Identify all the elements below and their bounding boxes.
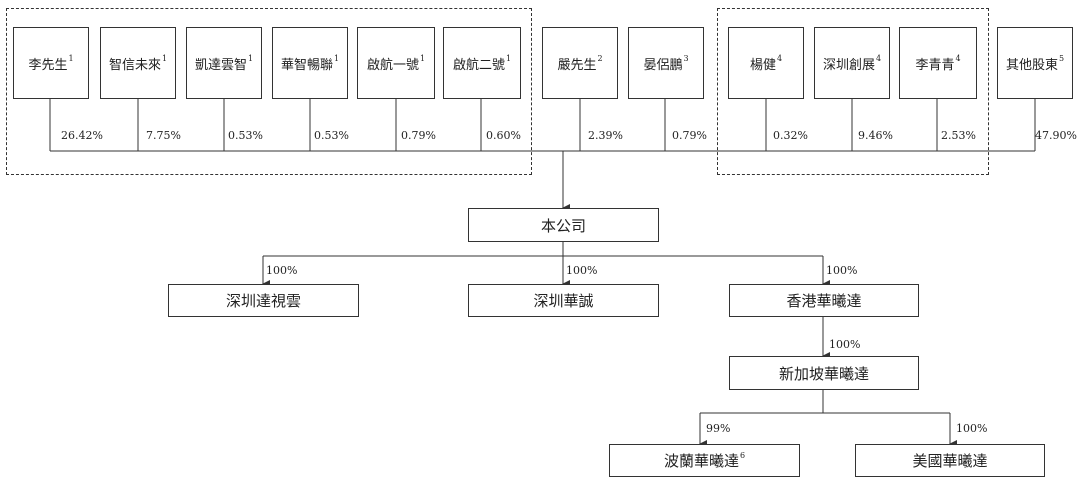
shareholding-pct: 9.46% xyxy=(858,129,893,142)
shareholder-name: 其他股東 xyxy=(1005,57,1058,73)
footnote-ref: 1 xyxy=(161,53,168,63)
subsidiary-box: 深圳達視雲 xyxy=(168,284,359,317)
shareholding-pct: 7.75% xyxy=(146,129,181,142)
shareholder-name: 華智暢聯 xyxy=(280,57,333,73)
holding-pct: 100% xyxy=(266,264,298,277)
subsidiary-name: 深圳華誠 xyxy=(533,292,594,310)
shareholding-pct: 26.42% xyxy=(61,129,103,142)
footnote-ref: 1 xyxy=(419,53,426,63)
footnote-ref: 1 xyxy=(333,53,340,63)
shareholder-name: 李先生 xyxy=(28,57,68,73)
footnote-ref: 1 xyxy=(247,53,254,63)
group-mr-li-concert xyxy=(6,8,532,175)
footnote-ref: 2 xyxy=(597,53,603,63)
shareholder-name: 李青青 xyxy=(915,57,955,73)
subsidiary-name: 美國華曦達 xyxy=(912,452,988,470)
shareholding-pct: 0.53% xyxy=(228,129,263,142)
shareholder-name: 啟航一號 xyxy=(366,57,419,73)
footnote-ref: 4 xyxy=(955,53,961,63)
subsidiary-name: 深圳達視雲 xyxy=(225,292,301,310)
subsidiary-box: 香港華曦達 xyxy=(729,284,919,317)
shareholder-name: 嚴先生 xyxy=(557,57,597,73)
footnote-ref: 1 xyxy=(68,53,74,63)
shareholding-pct: 0.53% xyxy=(314,129,349,142)
footnote-ref: 5 xyxy=(1058,53,1065,63)
subsidiary-name: 香港華曦達 xyxy=(786,292,862,310)
group-shenzhen-chuangzhan xyxy=(717,8,989,175)
subsidiary-name: 新加坡華曦達 xyxy=(778,364,869,383)
shareholder-name: 啟航二號 xyxy=(452,57,505,73)
subsidiary-box: 新加坡華曦達 xyxy=(729,356,919,390)
company-box: 本公司 xyxy=(468,208,659,242)
shareholding-pct: 0.79% xyxy=(401,129,436,142)
holding-pct: 100% xyxy=(826,264,858,277)
holding-pct: 99% xyxy=(706,422,731,435)
shareholder-name: 深圳創展 xyxy=(822,57,875,73)
holding-pct: 100% xyxy=(829,338,861,351)
shareholder-name: 晏侶鵬 xyxy=(643,57,683,73)
subsidiary-box: 美國華曦達 xyxy=(855,444,1045,477)
shareholder-name: 智信未來 xyxy=(108,57,161,73)
shareholder-name: 楊健 xyxy=(749,57,776,73)
footnote-ref: 3 xyxy=(683,53,689,63)
shareholding-pct: 0.60% xyxy=(486,129,521,142)
holding-pct: 100% xyxy=(566,264,598,277)
subsidiary-box: 深圳華誠 xyxy=(468,284,659,317)
footnote-ref: 4 xyxy=(776,53,783,63)
holding-pct: 100% xyxy=(956,422,988,435)
footnote-ref: 4 xyxy=(875,53,882,63)
footnote-ref: 6 xyxy=(739,451,746,460)
footnote-ref: 1 xyxy=(505,53,512,63)
shareholding-pct: 2.39% xyxy=(588,129,623,142)
company-name: 本公司 xyxy=(540,216,586,235)
shareholder-name: 凱達雲智 xyxy=(194,57,247,73)
shareholding-pct: 0.32% xyxy=(773,129,808,142)
shareholding-pct: 0.79% xyxy=(672,129,707,142)
shareholding-pct: 2.53% xyxy=(941,129,976,142)
shareholding-pct: 47.90% xyxy=(1035,129,1077,142)
subsidiary-name: 波蘭華曦達 xyxy=(663,452,739,470)
